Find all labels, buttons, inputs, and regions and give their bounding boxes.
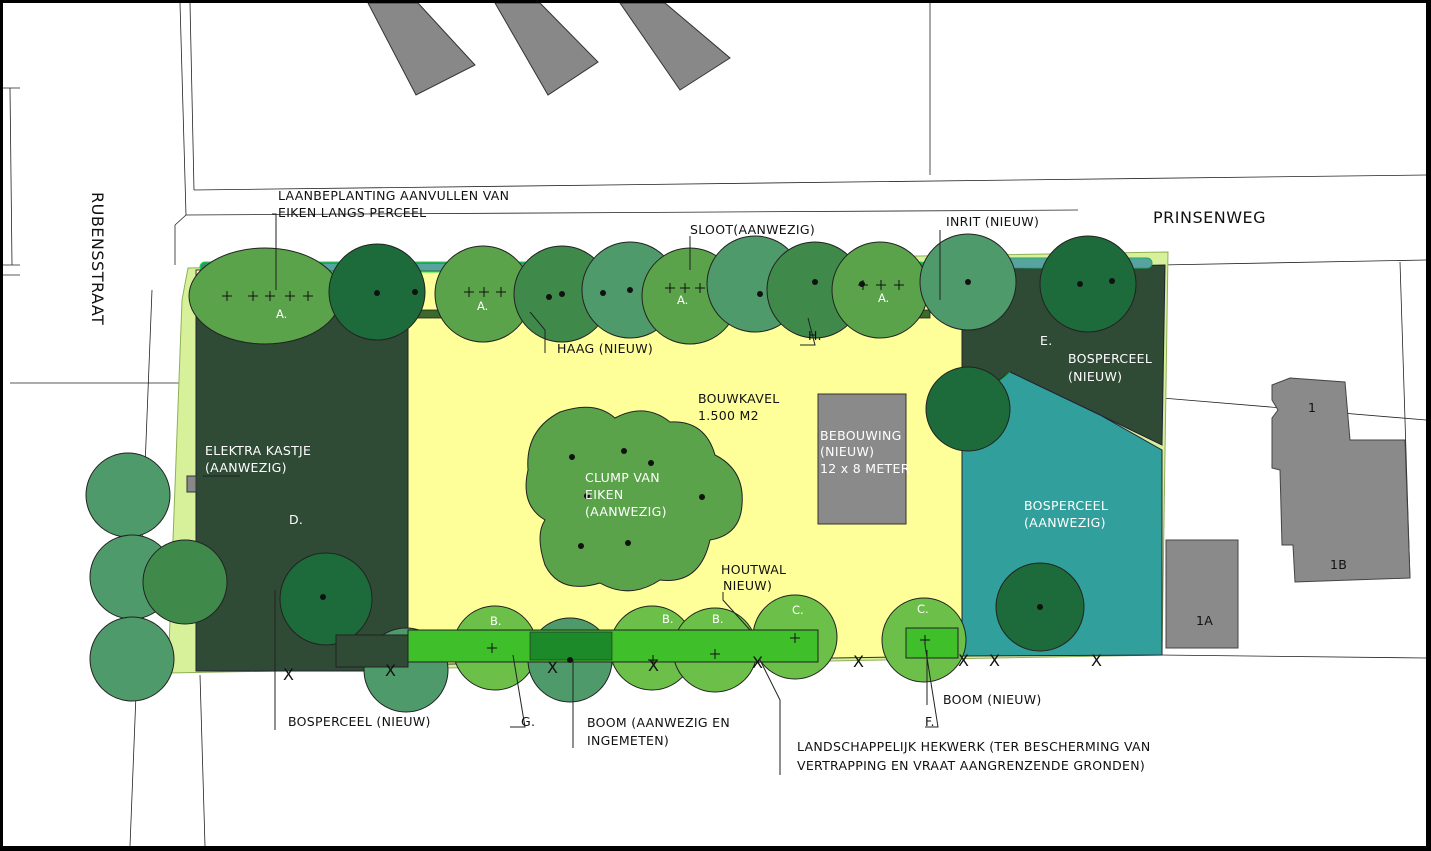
svg-text:X: X	[648, 656, 659, 675]
zone-a2: A.	[477, 299, 488, 313]
house-number-1: 1	[1308, 400, 1316, 415]
clump-label-2: EIKEN	[585, 487, 624, 502]
g-label: G.	[521, 714, 535, 729]
new-building	[817, 393, 907, 525]
bosperceel-aanwezig-label-2: (AANWEZIG)	[1024, 515, 1106, 530]
electra-box	[186, 475, 197, 493]
zone-e: E.	[1040, 333, 1052, 348]
hekwerk-label-1: LANDSCHAPPELIJK HEKWERK (TER BESCHERMING…	[797, 739, 1151, 754]
wooded-bank-new	[335, 634, 409, 668]
neighbouring-buildings-east	[1165, 377, 1411, 649]
existing-tree-d	[279, 552, 373, 646]
clump-label-3: (AANWEZIG)	[585, 504, 667, 519]
zone-a1: A.	[276, 307, 287, 321]
sloot-label: SLOOT(AANWEZIG)	[690, 222, 815, 237]
houtwal-label-2: NIEUW)	[723, 578, 772, 593]
bouwkavel-label: BOUWKAVEL	[698, 391, 780, 406]
elektra-label-2: (AANWEZIG)	[205, 460, 287, 475]
haag-label: HAAG (NIEUW)	[557, 341, 653, 356]
existing-tree-east	[925, 366, 1011, 452]
boom-nieuw-label: BOOM (NIEUW)	[943, 692, 1042, 707]
house-number-1b: 1B	[1330, 557, 1347, 572]
svg-text:X: X	[958, 651, 969, 670]
h-label: H.	[808, 328, 822, 343]
svg-text:X: X	[989, 651, 1000, 670]
cadastral-lines	[3, 3, 1426, 846]
svg-text:X: X	[385, 661, 396, 680]
neighbouring-buildings-north	[367, 3, 731, 96]
f-label: F.	[925, 714, 935, 729]
hekwerk-label-2: VERTRAPPING EN VRAAT AANGRENZENDE GRONDE…	[797, 758, 1145, 773]
building-label-2: (NIEUW)	[820, 444, 874, 459]
zone-d: D.	[289, 512, 303, 527]
svg-text:X: X	[283, 665, 294, 684]
bosperceel-aanwezig-label-1: BOSPERCEEL	[1024, 498, 1108, 513]
building-label-3: 12 x 8 METER	[820, 461, 910, 476]
svg-text:X: X	[1091, 651, 1102, 670]
boom-aanwezig-label-2: INGEMETEN)	[587, 733, 669, 748]
house-number-1a: 1A	[1196, 613, 1213, 628]
laanbeplanting-label-1: LAANBEPLANTING AANVULLEN VAN	[278, 188, 509, 203]
bosperceel-e-label-2: (NIEUW)	[1068, 369, 1122, 384]
zone-c1: C.	[792, 603, 804, 617]
zone-b3: B.	[712, 612, 724, 626]
clump-label-1: CLUMP VAN	[585, 470, 660, 485]
svg-text:X: X	[853, 652, 864, 671]
houtwal-label-1: HOUTWAL	[721, 562, 786, 577]
new-tree-f-box	[905, 627, 959, 659]
street-prinsenweg: PRINSENWEG	[1153, 208, 1266, 227]
tree-row-west	[85, 452, 228, 702]
zone-a3: A.	[677, 293, 688, 307]
svg-text:X: X	[752, 653, 763, 672]
inrit-label: INRIT (NIEUW)	[946, 214, 1039, 229]
zone-b1: B.	[490, 614, 502, 628]
laanbeplanting-label-2: EIKEN LANGS PERCEEL	[278, 205, 426, 220]
bouwkavel-area: 1.500 M2	[698, 408, 759, 423]
zone-a4: A.	[878, 291, 889, 305]
annotation-leaders	[203, 213, 941, 775]
wooded-bank-bright	[407, 629, 819, 663]
building-label-1: BEBOUWING	[820, 428, 902, 443]
svg-text:X: X	[547, 658, 558, 677]
zone-b2: B.	[662, 612, 674, 626]
zone-c2: C.	[917, 602, 929, 616]
boom-aanwezig-label-1: BOOM (AANWEZIG EN	[587, 715, 730, 730]
street-rubensstraat: RUBENSSTRAAT	[88, 192, 107, 325]
elektra-label-1: ELEKTRA KASTJE	[205, 443, 311, 458]
bosperceel-e-label-1: BOSPERCEEL	[1068, 351, 1152, 366]
bosperceel-nieuw-label: BOSPERCEEL (NIEUW)	[288, 714, 431, 729]
